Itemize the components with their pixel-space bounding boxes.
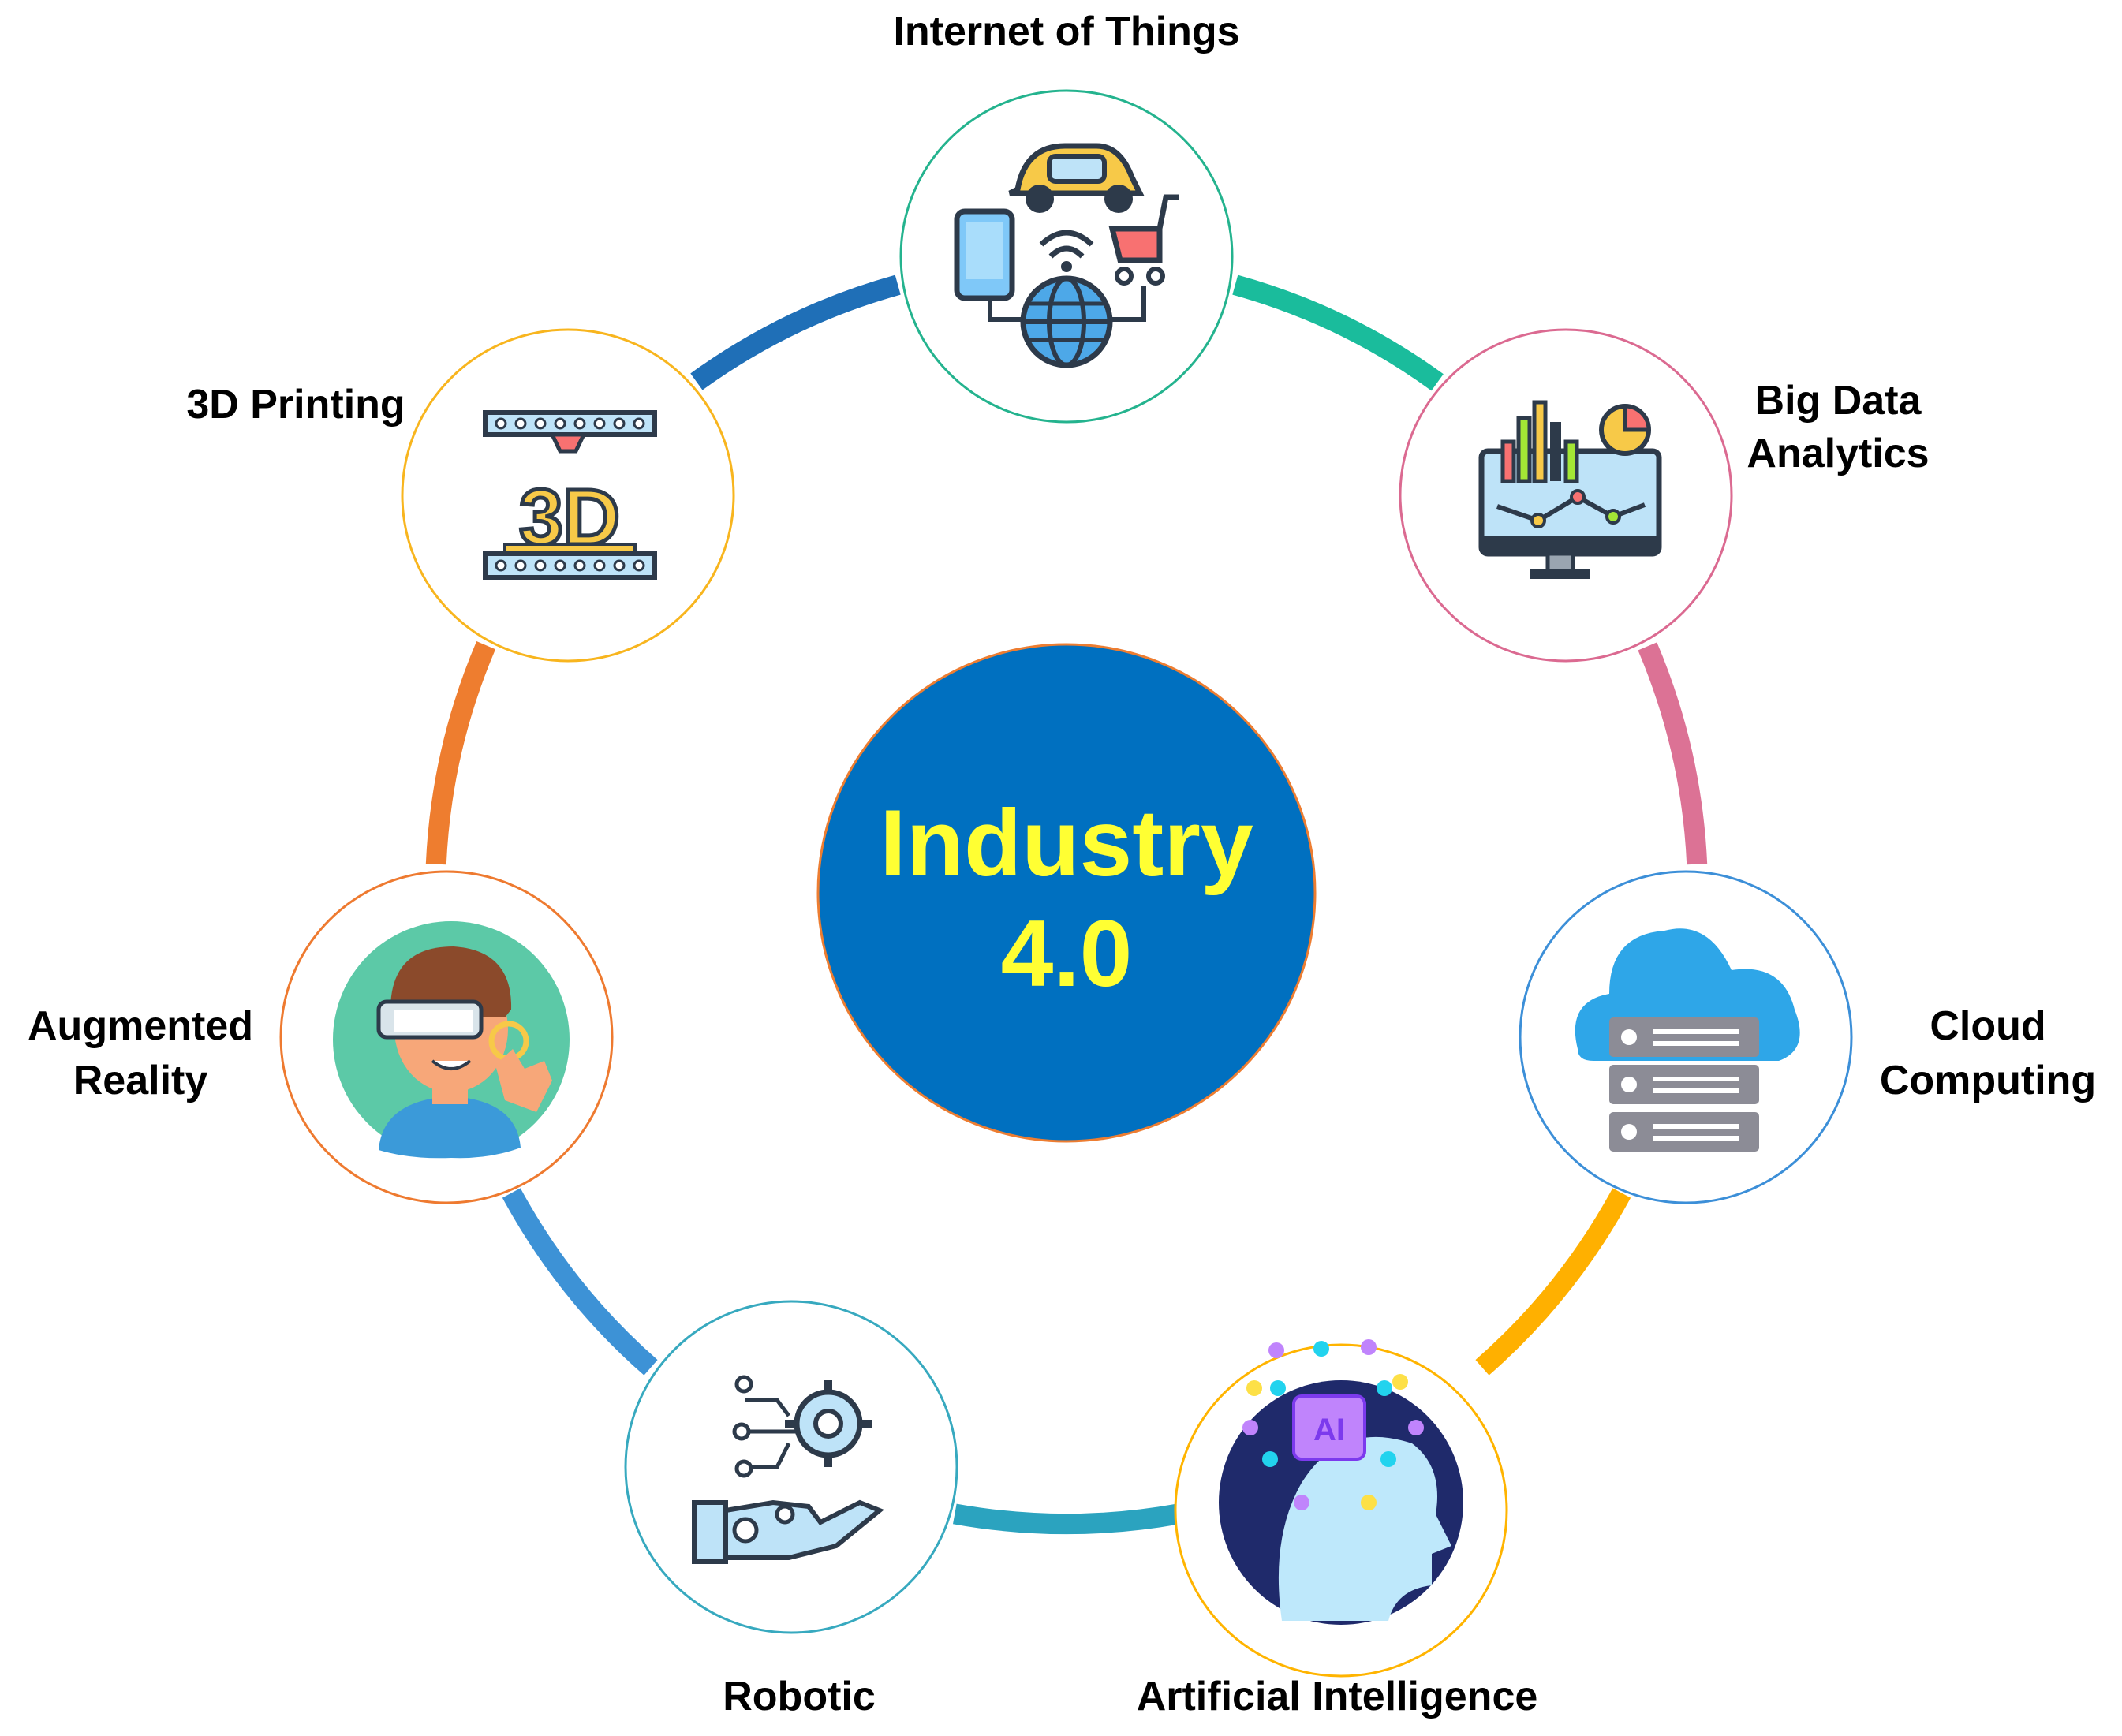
label-bigdata-line2: Analytics <box>1747 431 1929 476</box>
center-subtitle: 4.0 <box>1001 901 1133 1006</box>
ar-glasses-person-icon <box>333 921 570 1159</box>
monitor-charts-icon <box>1478 400 1662 579</box>
node-bigdata <box>1399 328 1733 663</box>
center-title: Industry <box>880 790 1253 896</box>
label-cloud-line1: Cloud <box>1930 1003 2045 1049</box>
label-3dprinting: 3D Printing <box>186 382 405 427</box>
label-ar-line1: Augmented <box>28 1003 253 1049</box>
node-3dprinting: 3D <box>401 328 735 663</box>
arc-ar-3dprinting <box>425 641 496 865</box>
arc-ai-robotic <box>952 1503 1181 1534</box>
cloud-server-icon <box>1575 928 1800 1152</box>
arc-iot-bigdata <box>1232 274 1444 391</box>
arc-robotic-ar <box>502 1188 658 1376</box>
connector-ring <box>425 274 1708 1534</box>
node-cloud <box>1519 870 1853 1204</box>
node-ar <box>279 870 614 1204</box>
label-ai: Artificial Intelligence <box>1137 1674 1538 1719</box>
label-cloud-line2: Computing <box>1880 1058 2096 1103</box>
ai-head-icon: AI <box>1219 1339 1463 1625</box>
node-iot <box>899 89 1234 424</box>
label-robotic: Robotic <box>723 1674 876 1719</box>
center-hub: Industry 4.0 <box>816 643 1317 1143</box>
3d-printer-icon: 3D <box>483 410 657 580</box>
robot-hand-gear-icon <box>692 1375 884 1564</box>
node-ai: AI <box>1174 1339 1508 1678</box>
node-robotic <box>624 1300 958 1634</box>
iot-devices-globe-icon <box>954 143 1179 368</box>
label-iot: Internet of Things <box>893 9 1239 54</box>
arc-bigdata-cloud <box>1638 642 1708 865</box>
svg-text:AI: AI <box>1313 1413 1345 1447</box>
label-ar-line2: Reality <box>73 1058 208 1103</box>
center-circle <box>816 643 1317 1143</box>
arc-3dprinting-iot <box>690 274 901 390</box>
arc-cloud-ai <box>1475 1188 1631 1376</box>
label-bigdata-line1: Big Data <box>1755 378 1922 424</box>
